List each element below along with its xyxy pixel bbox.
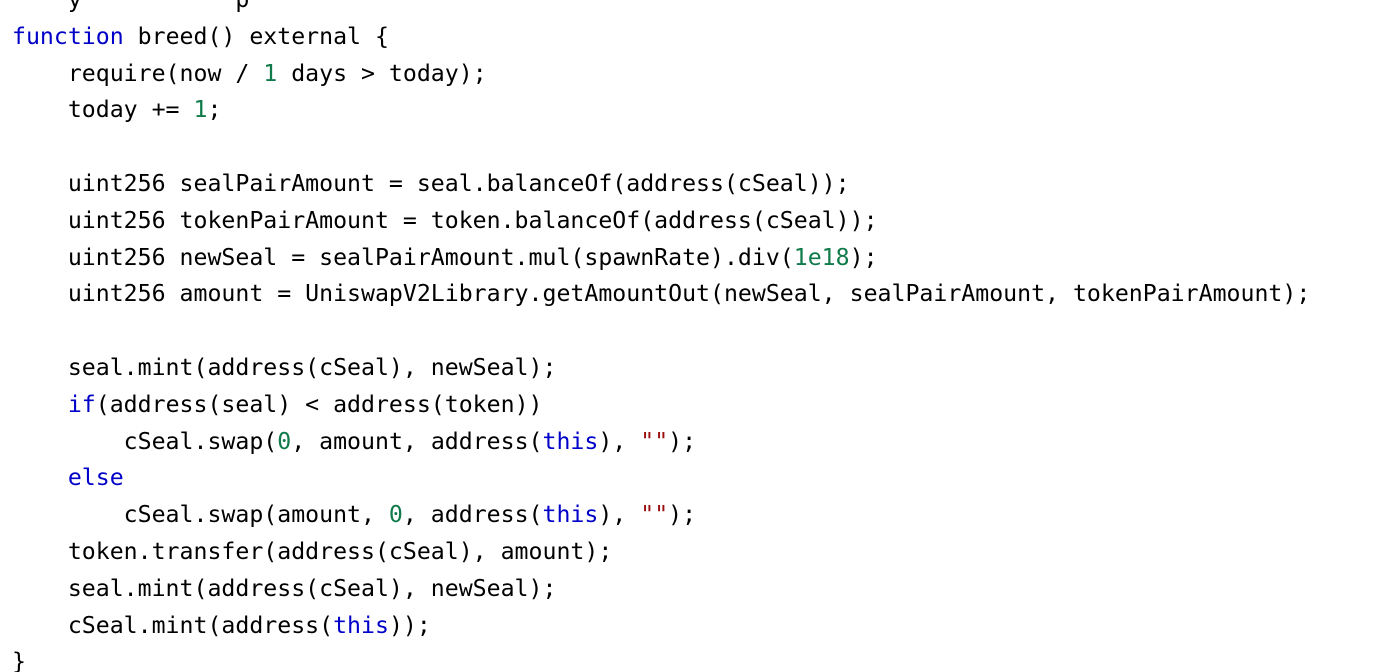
code-string: "": [640, 501, 669, 529]
code-number: 1: [193, 96, 208, 124]
code-text: ),: [598, 501, 641, 529]
code-text: seal.mint(address(cSeal), newSeal);: [12, 574, 557, 602]
code-string: "": [640, 427, 669, 455]
code-text: cSeal.swap(amount,: [12, 501, 389, 529]
code-line: y p: [12, 0, 1310, 19]
code-text: cSeal.swap(: [12, 427, 278, 455]
code-keyword: this: [542, 427, 599, 455]
code-line: if(address(seal) < address(token)): [12, 387, 1310, 424]
code-text: token.transfer(address(cSeal), amount);: [12, 537, 613, 565]
code-line: require(now / 1 days > today);: [12, 56, 1310, 93]
code-text: seal.mint(address(cSeal), newSeal);: [12, 353, 557, 381]
code-line: else: [12, 460, 1310, 497]
code-text: y: [68, 0, 82, 13]
code-keyword: else: [67, 464, 124, 492]
code-number: 1e18: [793, 243, 850, 271]
code-text: (address(seal) < address(token)): [95, 390, 543, 418]
code-text: days > today);: [277, 59, 487, 87]
code-text: cSeal.mint(address(: [12, 611, 334, 639]
code-number: 0: [277, 427, 292, 455]
code-line: function breed() external {: [12, 19, 1310, 56]
code-line: today += 1;: [12, 92, 1310, 129]
code-line: uint256 tokenPairAmount = token.balanceO…: [12, 203, 1310, 240]
code-text: [12, 464, 68, 491]
code-text: require(now /: [12, 59, 264, 87]
code-text: , amount, address(: [291, 427, 543, 455]
code-line: token.transfer(address(cSeal), amount);: [12, 534, 1310, 571]
code-line: cSeal.mint(address(this));: [12, 608, 1310, 645]
code-keyword: this: [333, 611, 389, 639]
code-line: uint256 amount = UniswapV2Library.getAmo…: [12, 276, 1310, 313]
code-text: , address(: [402, 501, 543, 529]
code-text: uint256 newSeal = sealPairAmount.mul(spa…: [12, 243, 794, 271]
code-text: );: [668, 427, 697, 455]
code-text: [82, 0, 236, 13]
code-line: cSeal.swap(0, amount, address(this), "")…: [12, 424, 1310, 461]
code-line: }: [12, 644, 1310, 672]
code-line: seal.mint(address(cSeal), newSeal);: [12, 571, 1310, 608]
code-text: ));: [388, 611, 431, 639]
code-keyword: if: [67, 390, 96, 418]
code-text: [12, 0, 68, 13]
code-line: [12, 129, 1310, 166]
code-keyword: this: [542, 501, 599, 529]
code-text: [12, 391, 68, 418]
code-keyword: function: [12, 22, 124, 50]
code-text: );: [668, 501, 697, 529]
code-text: ;: [207, 96, 222, 124]
code-text: uint256 sealPairAmount = seal.balanceOf(…: [12, 169, 850, 197]
code-text: breed() external {: [123, 22, 389, 50]
code-number: 0: [388, 501, 403, 529]
code-text: ),: [598, 427, 641, 455]
code-line: seal.mint(address(cSeal), newSeal);: [12, 350, 1310, 387]
code-text: uint256 amount = UniswapV2Library.getAmo…: [12, 280, 1311, 308]
code-text: today +=: [12, 96, 194, 124]
code-block: y pfunction breed() external { require(n…: [12, 0, 1310, 672]
code-line: uint256 sealPairAmount = seal.balanceOf(…: [12, 166, 1310, 203]
code-line: cSeal.swap(amount, 0, address(this), "")…: [12, 497, 1310, 534]
code-text: uint256 tokenPairAmount = token.balanceO…: [12, 206, 878, 234]
code-number: 1: [263, 59, 278, 87]
code-line: uint256 newSeal = sealPairAmount.mul(spa…: [12, 240, 1310, 277]
code-line: [12, 313, 1310, 350]
code-text: p: [235, 0, 249, 13]
code-text: }: [12, 648, 26, 672]
code-text: );: [849, 243, 878, 271]
